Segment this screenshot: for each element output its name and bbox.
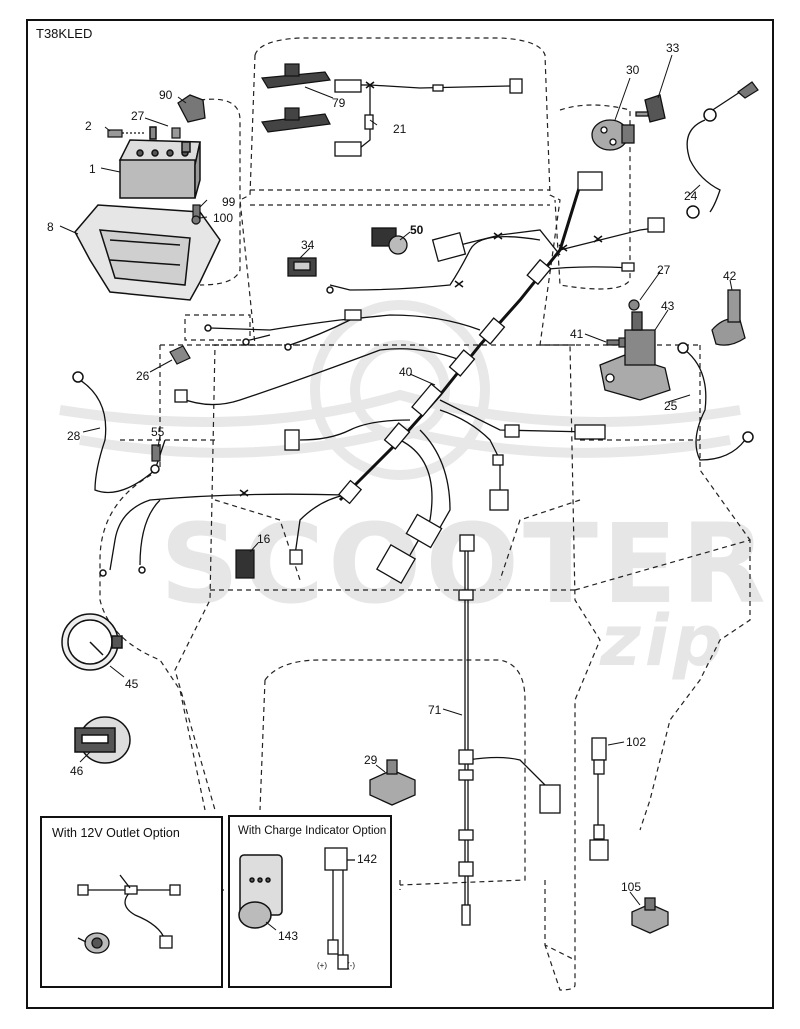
- callout-24: 24: [684, 189, 698, 203]
- relay-component: [369, 759, 416, 806]
- callout-1: 1: [89, 162, 96, 176]
- callout-26: 26: [136, 369, 150, 383]
- callout-42: 42: [723, 269, 737, 283]
- callout-79: 79: [332, 96, 346, 110]
- callout-29: 29: [364, 753, 378, 767]
- terminal-boot: [177, 94, 206, 123]
- callout-143: 143: [278, 929, 299, 943]
- outlet-option-box: With 12V Outlet Option: [40, 816, 223, 988]
- callout-21: 21: [393, 122, 407, 136]
- callout-8: 8: [47, 220, 54, 234]
- ignition-switch: [591, 119, 635, 151]
- hour-meter-gauge: [61, 613, 123, 671]
- callout-71: 71: [428, 703, 442, 717]
- fuse: [169, 345, 191, 365]
- diagram-frame: [26, 19, 774, 1009]
- callout-100: 100: [213, 211, 234, 225]
- washer: [628, 299, 640, 311]
- callout-45: 45: [125, 677, 139, 691]
- callout-2: 2: [85, 119, 92, 133]
- ground-screw: [151, 444, 161, 462]
- callout-25: 25: [664, 399, 678, 413]
- callout-99: 99: [222, 195, 236, 209]
- battery-tray: [74, 204, 221, 301]
- callout-50: 50: [410, 223, 424, 237]
- callout-105: 105: [621, 880, 642, 894]
- callout-27a: 27: [131, 109, 145, 123]
- tray-bolts: [191, 204, 201, 225]
- callout-34: 34: [301, 238, 315, 252]
- charge-option-box: With Charge Indicator Option: [228, 815, 392, 988]
- callout-41: 41: [570, 327, 584, 341]
- seat-switch-connector: [235, 549, 255, 579]
- callout-46: 46: [70, 764, 84, 778]
- callout-40: 40: [399, 365, 413, 379]
- digital-hour-meter: [74, 716, 131, 764]
- watermark-suffix: zip: [600, 600, 727, 682]
- callout-142: 142: [357, 852, 378, 866]
- starter-solenoid: [599, 311, 671, 401]
- callout-102: 102: [626, 735, 647, 749]
- callout-30: 30: [626, 63, 640, 77]
- harness-clips: [260, 63, 332, 133]
- pto-switch: [287, 257, 317, 277]
- screw: [606, 337, 626, 348]
- battery-bolt: [107, 127, 181, 139]
- splice-marks: [239, 81, 603, 497]
- relay-105: [631, 897, 669, 934]
- charge-option-title: With Charge Indicator Option: [238, 825, 387, 837]
- callout-27b: 27: [657, 263, 671, 277]
- leader-lines: [59, 54, 733, 943]
- battery-component: [118, 126, 201, 199]
- callout-16: 16: [257, 532, 271, 546]
- terminal-rings: [72, 108, 754, 577]
- callout-28: 28: [67, 429, 81, 443]
- ignition-key: [635, 94, 666, 123]
- polarity-positive: (+): [317, 961, 327, 970]
- callout-33: 33: [666, 41, 680, 55]
- starter-boot: [711, 289, 746, 346]
- callout-43: 43: [661, 299, 675, 313]
- polarity-negative: (-): [347, 961, 355, 970]
- battery-cable-end: [737, 81, 759, 99]
- model-code: T38KLED: [36, 26, 93, 41]
- light-switch: [371, 227, 408, 255]
- outlet-option-title: With 12V Outlet Option: [52, 826, 180, 840]
- callout-55: 55: [151, 425, 165, 439]
- callout-90: 90: [159, 88, 173, 102]
